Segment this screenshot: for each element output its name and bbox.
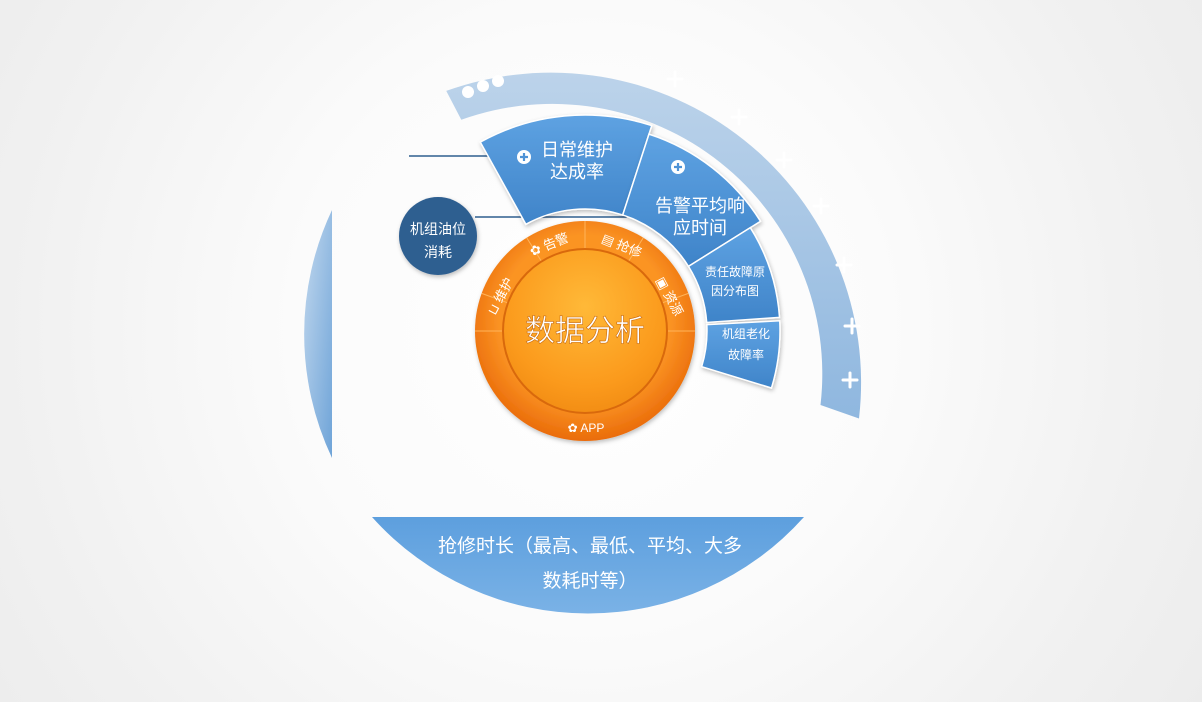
segment-shape-3[interactable] [687, 226, 781, 324]
segment-label: 应时间 [673, 218, 727, 238]
callout-label: 消耗 [424, 244, 452, 260]
document-icon: ▤ [600, 231, 620, 251]
ring-divider [628, 237, 644, 262]
segment-shape-2[interactable] [621, 133, 762, 268]
bottom-segment[interactable] [372, 517, 804, 614]
plus-icon[interactable] [812, 197, 830, 215]
segment-label: 责任故障原 [705, 264, 765, 279]
segment-label: 日常维护 [541, 140, 613, 160]
ring-item-label: ✿ APP [568, 421, 605, 435]
plus-icon[interactable] [730, 108, 748, 126]
callout-oil-consumption[interactable]: 机组油位 消耗 [399, 197, 477, 275]
segment-label: 故障率 [728, 347, 764, 362]
segment-alarm-response[interactable]: 告警平均响 应时间 [655, 196, 745, 238]
left-arc [304, 210, 332, 458]
plus-icon[interactable] [835, 256, 853, 274]
segment-label: 因分布图 [711, 284, 759, 298]
ring-divider [481, 292, 509, 304]
segment-shape-4[interactable] [700, 320, 781, 389]
segment-label: 告警平均响 [655, 196, 745, 216]
plus-icon[interactable] [666, 70, 684, 88]
bottom-segment-line2: 数耗时等） [542, 570, 637, 592]
plus-circle-icon[interactable] [517, 150, 531, 164]
segment-label: 达成率 [550, 162, 604, 182]
plus-icon[interactable] [841, 371, 859, 389]
ring-item-app[interactable]: ✿ APP [568, 421, 605, 435]
gear-icon: ✿ [528, 240, 547, 259]
segment-shape-1[interactable] [479, 114, 653, 226]
segment-daily-maintenance[interactable]: 日常维护 达成率 [541, 140, 613, 182]
callout-label: 机组油位 [410, 221, 466, 237]
central-hub[interactable]: 数据分析 [475, 221, 695, 441]
gear-icon: ✿ [568, 421, 581, 435]
ring-divider [661, 292, 689, 304]
bottom-segment-line1: 抢修时长（最高、最低、平均、大多 [438, 535, 742, 557]
trash-icon: ⊔ [484, 298, 504, 317]
plus-icon[interactable] [843, 317, 861, 335]
ring-dividers [475, 221, 695, 332]
segment-label: 机组老化 [722, 327, 770, 341]
plus-circle-icon[interactable] [671, 160, 685, 174]
folder-icon: ▣ [653, 274, 674, 295]
segment-fault-cause[interactable]: 责任故障原 因分布图 [705, 264, 765, 298]
metric-segments [479, 114, 781, 389]
outer-arc [446, 72, 862, 419]
plus-icon[interactable] [775, 151, 793, 169]
more-icon[interactable] [462, 75, 504, 98]
center-title: 数据分析 [525, 315, 645, 348]
segment-unit-aging[interactable]: 机组老化 故障率 [722, 327, 770, 362]
ring-divider [526, 237, 542, 262]
